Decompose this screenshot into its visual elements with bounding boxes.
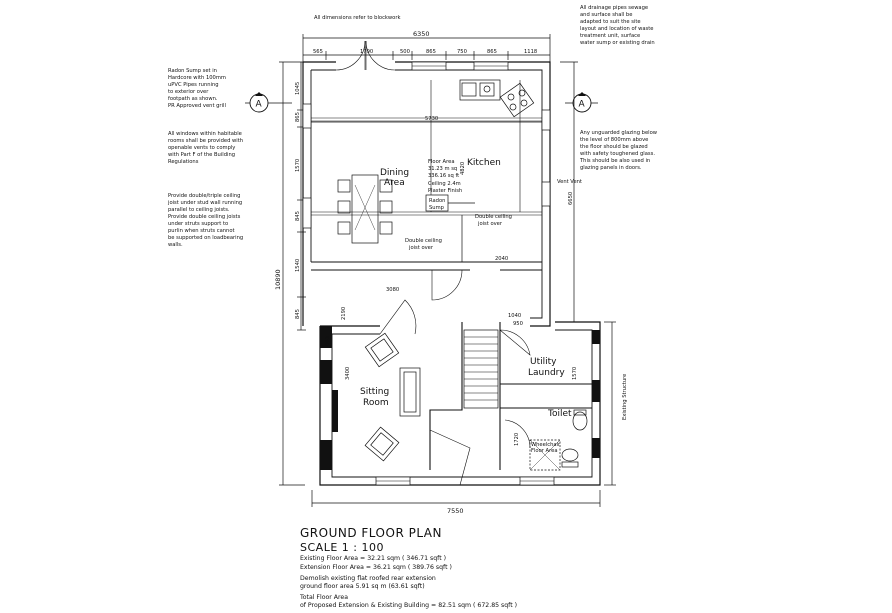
radon-sump bbox=[425, 194, 475, 212]
note-glazing: Any unguarded glazing below the level of… bbox=[579, 130, 659, 171]
double-joist-label-2: Double ceiling joist over bbox=[405, 238, 444, 251]
dim-left-4: 845 bbox=[295, 211, 301, 221]
existing-floor-area: Existing Floor Area = 32.21 sqm ( 346.71… bbox=[300, 555, 447, 562]
dim-left-overall: 10890 bbox=[274, 269, 282, 290]
dim-1720: 1720 bbox=[514, 433, 520, 446]
demolish-note-1: Demolish existing flat roofed rear exten… bbox=[300, 575, 436, 582]
kitchen-label: Kitchen bbox=[467, 158, 501, 168]
section-marker-left: A bbox=[245, 92, 292, 113]
dim-950: 950 bbox=[513, 321, 523, 327]
dim-overall-top: 6350 bbox=[413, 30, 430, 38]
dim-top-seg-5: 750 bbox=[457, 49, 467, 55]
section-marker-right: A bbox=[565, 92, 598, 113]
dim-top-seg-1: 565 bbox=[313, 49, 323, 55]
sitting-room-label: Sitting Room bbox=[360, 387, 392, 408]
plan-scale: SCALE 1 : 100 bbox=[300, 541, 384, 554]
svg-text:A: A bbox=[579, 100, 586, 110]
dim-bottom-overall: 7550 bbox=[447, 507, 464, 515]
dim-4820: 4820 bbox=[460, 162, 466, 175]
door-swings bbox=[379, 269, 531, 486]
toilet-label: Toilet bbox=[547, 409, 572, 419]
ceiling-label: Ceiling 2.4m Plaster Finish bbox=[428, 181, 462, 194]
toilet-fittings bbox=[529, 409, 588, 471]
kitchen-fittings bbox=[459, 79, 535, 118]
dim-top-seg-3: 500 bbox=[400, 49, 410, 55]
dim-2040: 2040 bbox=[495, 256, 508, 262]
dim-left-6: 845 bbox=[295, 309, 301, 319]
bottom-dimensions bbox=[311, 490, 601, 507]
dim-1040: 1040 bbox=[508, 313, 521, 319]
right-dimensions bbox=[560, 61, 616, 486]
demolish-note-2: ground floor area 5.91 sq m (63.61 sqft) bbox=[300, 583, 425, 590]
dim-1570: 1570 bbox=[572, 367, 578, 380]
existing-walls bbox=[319, 321, 601, 486]
floor-area-label: Floor Area 31.23 m sq 336.16 sq ft bbox=[428, 159, 459, 179]
dim-right-overall: 6650 bbox=[568, 192, 574, 205]
radon-sump-label: Radon Sump bbox=[429, 198, 447, 211]
note-windows: All windows within habitable rooms shall… bbox=[168, 131, 245, 165]
dining-area-label: Dining Area bbox=[380, 168, 412, 188]
extension-floor-area: Extension Floor Area = 36.21 sqm ( 389.7… bbox=[300, 564, 452, 571]
note-radon: Radon Sump set in Hardcore with 100mm uP… bbox=[168, 68, 228, 109]
dim-left-1: 1045 bbox=[295, 82, 301, 95]
total-floor-area-1: Total Floor Area bbox=[300, 594, 349, 601]
stair-treads bbox=[464, 336, 498, 401]
utility-label: Utility Laundry bbox=[528, 357, 565, 378]
dim-inner-width: 5730 bbox=[425, 116, 438, 122]
svg-text:A: A bbox=[256, 100, 263, 110]
note-drainage: All drainage pipes sewage and surface sh… bbox=[580, 5, 655, 46]
dim-3400: 3400 bbox=[345, 367, 351, 380]
double-joist-label-1: Double ceiling joist over bbox=[475, 214, 514, 227]
sitting-furniture bbox=[364, 332, 421, 462]
dim-3080: 3080 bbox=[386, 287, 399, 293]
dining-table bbox=[337, 174, 393, 244]
plan-title: GROUND FLOOR PLAN bbox=[300, 526, 442, 540]
dim-left-2: 865 bbox=[295, 112, 301, 122]
top-dimensions bbox=[302, 34, 551, 123]
dim-top-seg-6: 865 bbox=[487, 49, 497, 55]
dim-top-seg-2: 1790 bbox=[360, 49, 373, 55]
note-dimensions-ref: All dimensions refer to blockwork bbox=[314, 15, 401, 21]
note-ceiling-joists: Provide double/triple ceiling joist unde… bbox=[167, 193, 245, 248]
dim-left-5: 1540 bbox=[295, 259, 301, 272]
note-vent-vent: Vent Vent bbox=[557, 179, 582, 185]
note-existing-structure: Existing Structure bbox=[622, 374, 628, 420]
wet-floor-label: Wheelchair Floor Area bbox=[531, 442, 562, 454]
dim-top-seg-7: 1118 bbox=[524, 49, 537, 55]
dim-2190: 2190 bbox=[341, 307, 347, 320]
dim-863: 863 bbox=[325, 336, 331, 346]
total-floor-area-2: of Proposed Extension & Existing Buildin… bbox=[300, 602, 518, 609]
dim-top-seg-4: 865 bbox=[426, 49, 436, 55]
extension-walls bbox=[302, 40, 551, 327]
left-dimensions bbox=[279, 61, 306, 486]
dim-left-3: 1570 bbox=[295, 159, 301, 172]
